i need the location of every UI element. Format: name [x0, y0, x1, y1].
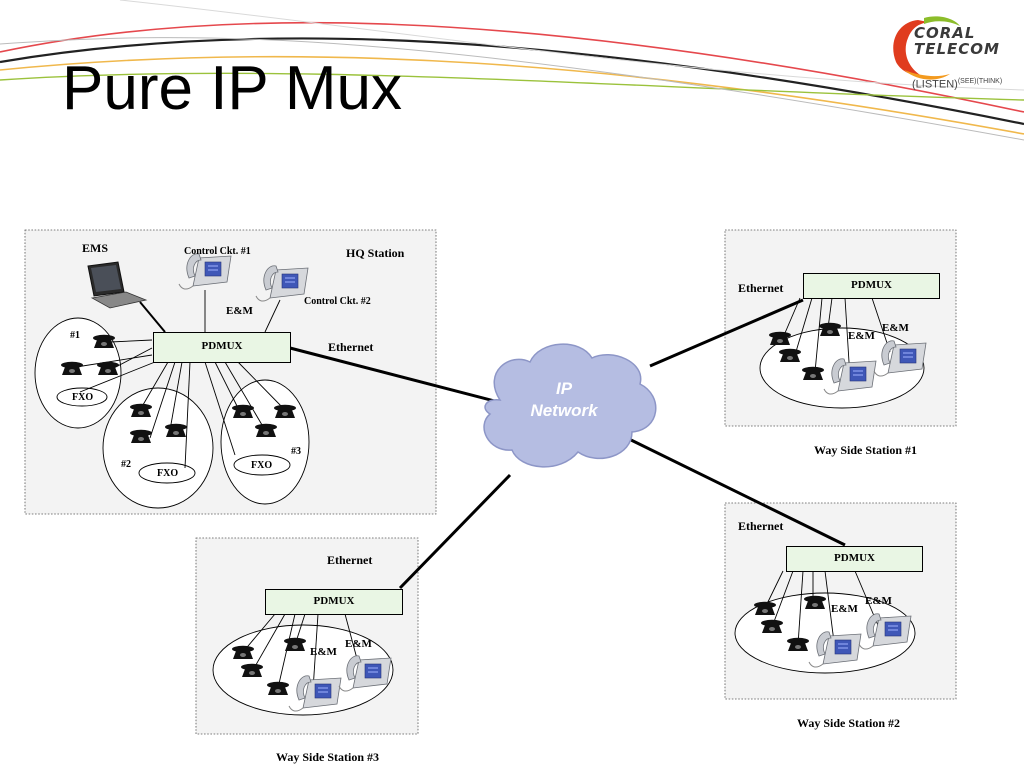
way1-pdmux-label: PDMUX [851, 279, 892, 291]
control-circuit-1-label: Control Ckt. #1 [184, 246, 251, 257]
logo-tagline: (LISTEN)(SEE)(THINK) [912, 78, 1002, 91]
group-3-label: #3 [291, 446, 301, 457]
ip-network-line2: Network [530, 401, 598, 420]
logo-mark-icon [893, 16, 960, 80]
way2-em-label-a: E&M [865, 595, 892, 607]
way3-internals [212, 613, 394, 716]
hq-pdmux-label: PDMUX [201, 340, 243, 352]
fxo-label-2: FXO [157, 468, 179, 479]
ip-network-line1: IP [555, 379, 573, 398]
way3-pdmux-label: PDMUX [313, 595, 355, 607]
way3-ethernet-label: Ethernet [327, 553, 373, 567]
ethernet-links [289, 298, 846, 590]
logo-listen: (LISTEN) [912, 78, 958, 91]
way1-em-label-a: E&M [882, 322, 909, 334]
ems-label: EMS [82, 241, 109, 255]
logo-line2: TELECOM [914, 40, 1000, 58]
way3-em-label-b: E&M [310, 646, 337, 658]
group-1-label: #1 [70, 330, 80, 341]
control-circuit-2-label: Control Ckt. #2 [304, 296, 371, 307]
way1-em-label-b: E&M [848, 330, 875, 342]
way2-pdmux-box: PDMUX [786, 546, 923, 572]
way1-pdmux-box: PDMUX [803, 273, 940, 299]
hq-station-label: HQ Station [346, 246, 405, 260]
way3-em-label-a: E&M [345, 638, 372, 650]
hq-pdmux-box: PDMUX [153, 332, 291, 363]
way3-pdmux-box: PDMUX [265, 589, 403, 615]
way2-ethernet-label: Ethernet [738, 519, 784, 533]
ip-network-cloud [483, 343, 657, 468]
way1-caption: Way Side Station #1 [814, 443, 918, 457]
hq-ethernet-label: Ethernet [328, 340, 374, 354]
logo-think: (THINK) [976, 78, 1003, 85]
logo-line1: CORAL [914, 24, 976, 42]
swoosh-decoration [0, 0, 1024, 141]
hq-em-label: E&M [226, 305, 253, 317]
way2-caption: Way Side Station #2 [797, 716, 901, 730]
group-2-label: #2 [121, 459, 131, 470]
way3-caption: Way Side Station #3 [276, 750, 380, 764]
logo-see: (SEE) [957, 78, 977, 85]
slide-title: Pure IP Mux [62, 54, 403, 123]
fxo-label-3: FXO [251, 460, 273, 471]
ip-network-label: IP Network [500, 378, 628, 422]
way1-ethernet-label: Ethernet [738, 281, 784, 295]
way2-pdmux-label: PDMUX [834, 552, 875, 564]
laptop-icon [87, 261, 148, 309]
coral-telecom-logo: CORAL TELECOM (LISTEN)(SEE)(THINK) [888, 12, 1016, 98]
fxo-label-1: FXO [72, 392, 94, 403]
way2-em-label-b: E&M [831, 603, 858, 615]
